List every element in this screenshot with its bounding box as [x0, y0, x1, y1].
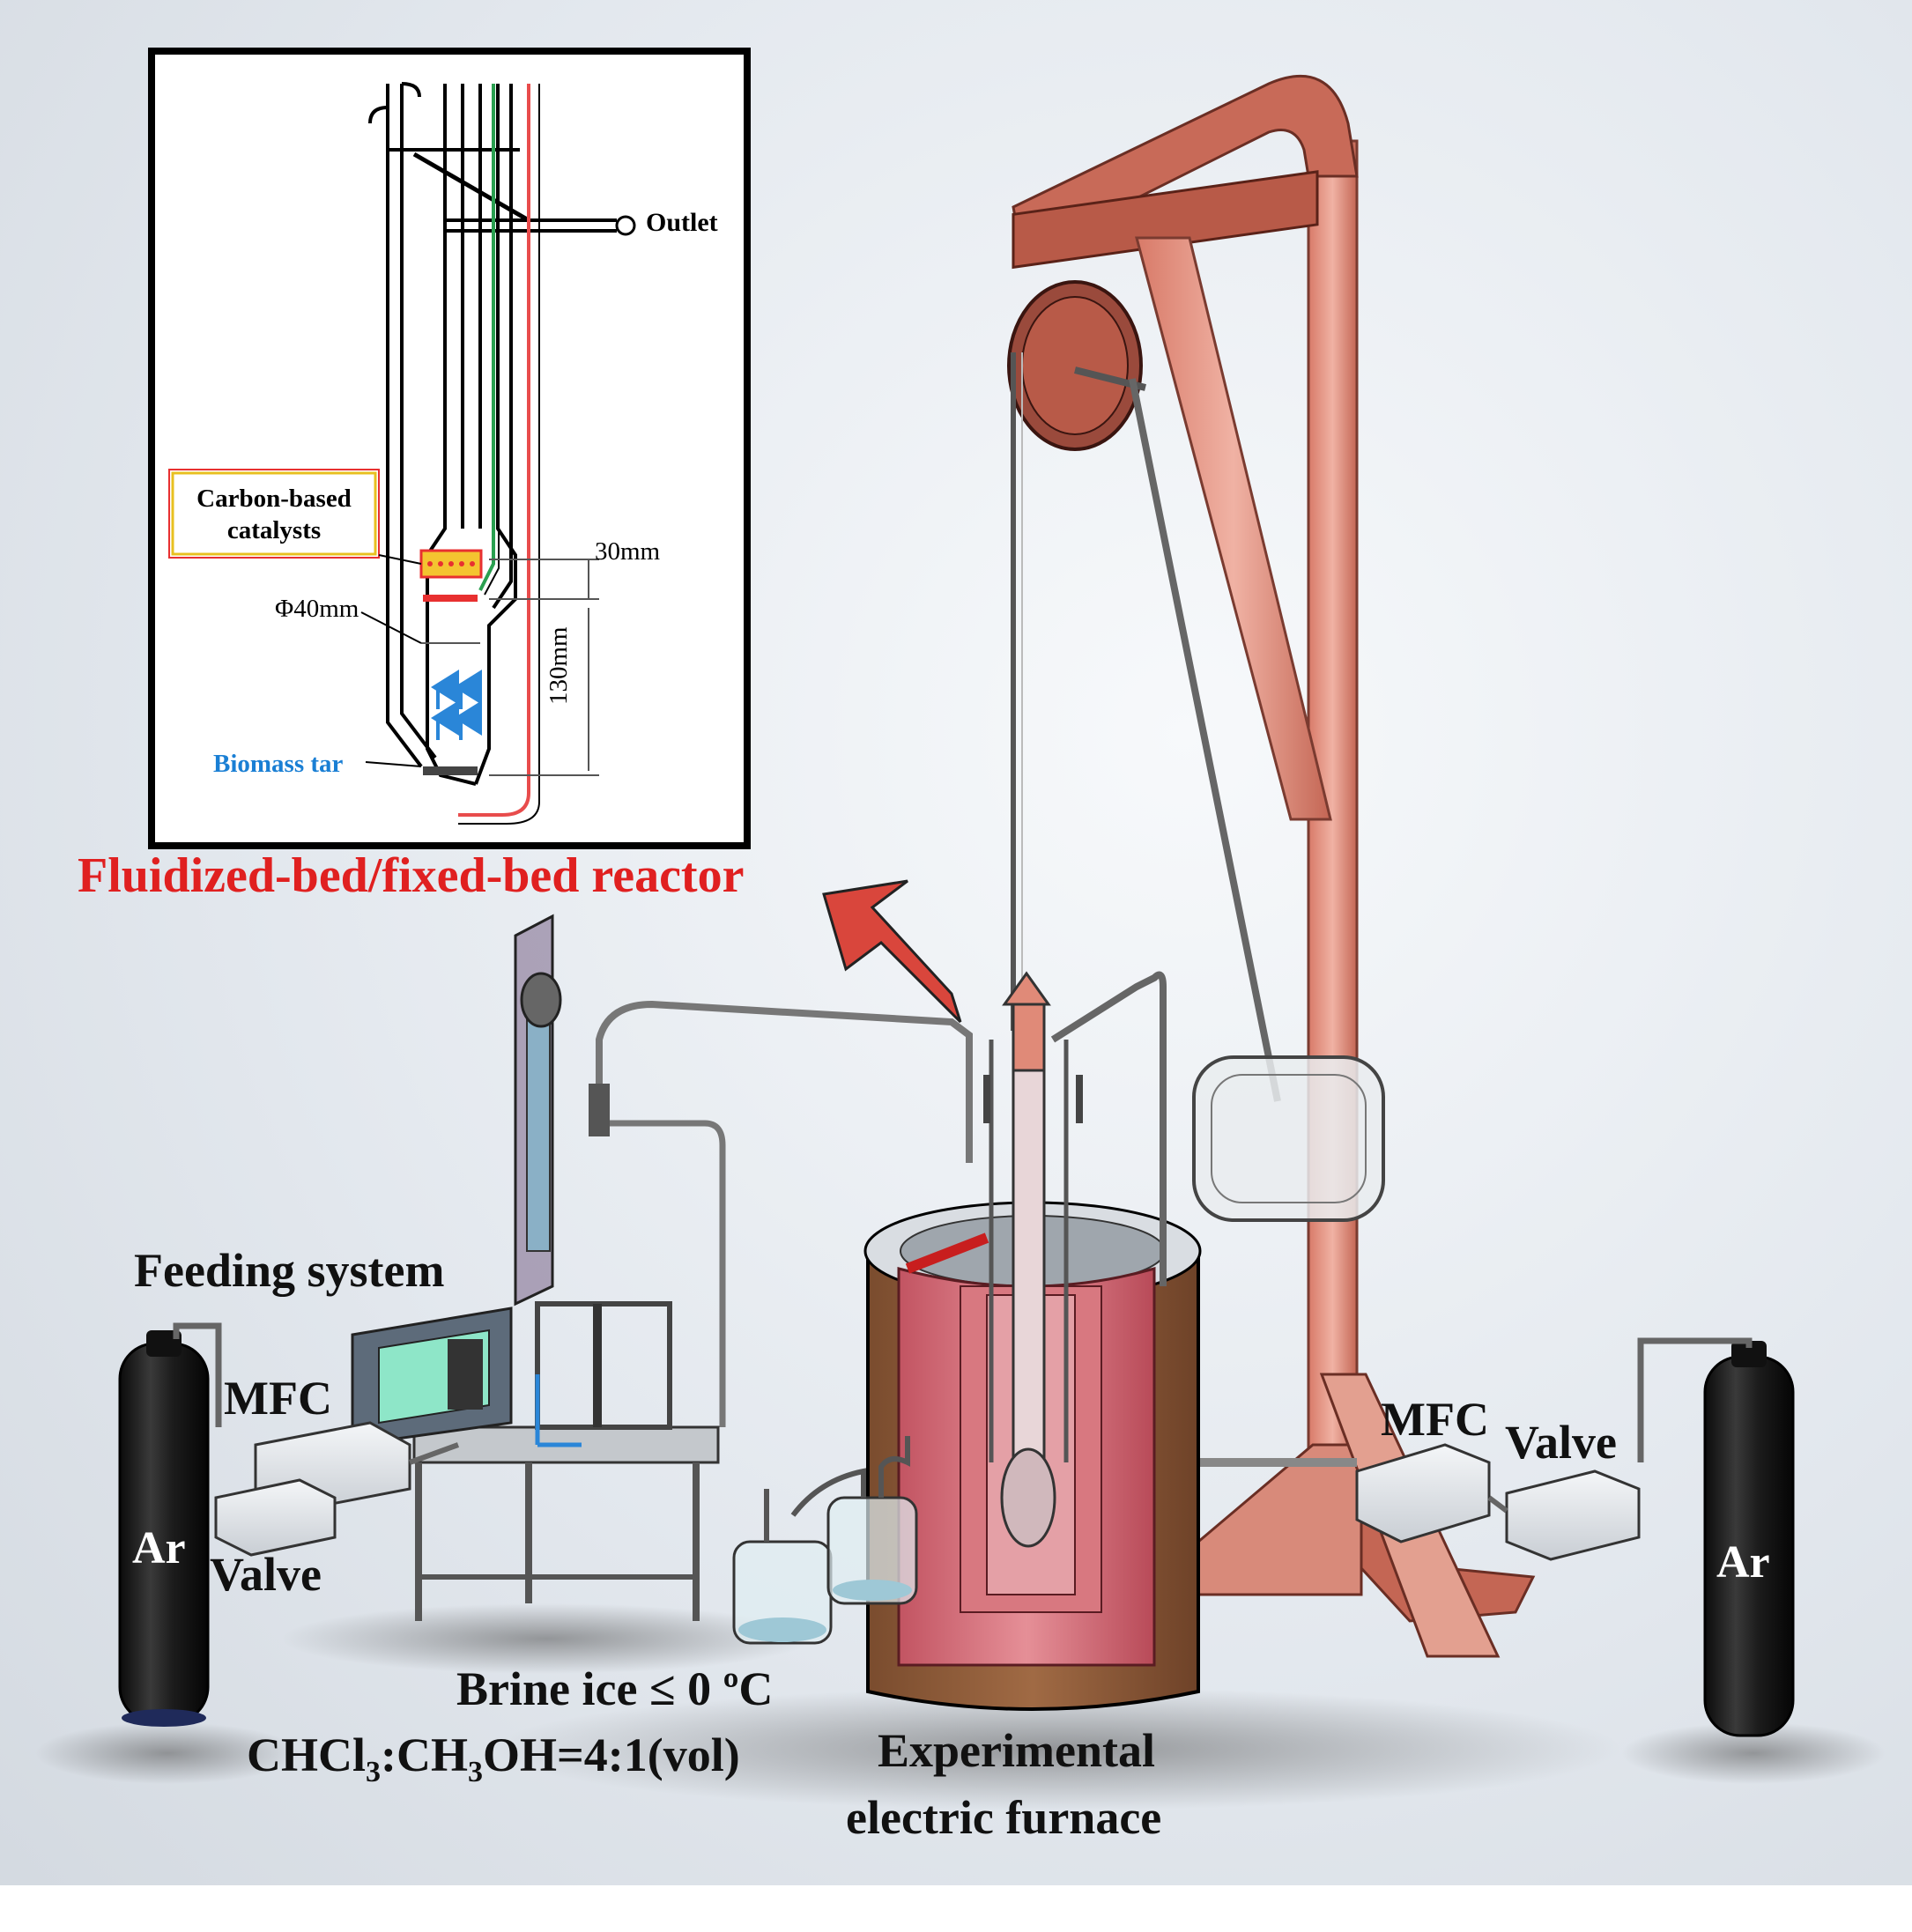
inset-130mm-label: 130mm [545, 626, 573, 705]
solvent-sub-2: 3 [467, 1755, 483, 1788]
solvent-part-2: :CH [381, 1728, 468, 1781]
right-gas-line [1355, 1337, 1795, 1737]
furnace-label-line2: electric furnace [846, 1791, 1162, 1844]
mfc-left-label: MFC [224, 1372, 332, 1425]
inset-outlet-label: Outlet [646, 208, 718, 237]
brine-ice-label: Brine ice ≤ 0 ºC [456, 1662, 774, 1715]
ar-right-label: Ar [1716, 1537, 1770, 1588]
mfc-right-label: MFC [1381, 1393, 1489, 1446]
pointer-arrow [822, 879, 962, 1024]
floor-shadows [35, 1603, 1886, 1810]
electric-furnace [863, 971, 1202, 1711]
solvent-ratio-label: CHCl3:CH3OH=4:1(vol) [247, 1731, 740, 1788]
cold-traps [732, 1436, 918, 1645]
feeding-system [351, 914, 973, 1621]
inset-30mm-label: 30mm [595, 537, 661, 566]
furnace-label-line1: Experimental [878, 1724, 1155, 1777]
solvent-part-1: CHCl [247, 1728, 366, 1781]
valve-right-label: Valve [1505, 1416, 1618, 1469]
reactor-title: Fluidized-bed/fixed-bed reactor [78, 848, 745, 903]
valve-left-label: Valve [210, 1548, 322, 1601]
feeding-system-label: Feeding system [134, 1244, 445, 1297]
inset-catalyst-label: Carbon-based catalysts [196, 485, 352, 545]
solvent-part-3: OH=4:1(vol) [482, 1728, 740, 1781]
left-gas-line [118, 1322, 460, 1727]
inset-biomass-tar-label: Biomass tar [213, 750, 344, 778]
reactor-inset [148, 48, 751, 849]
inset-phi40-label: Φ40mm [275, 595, 359, 623]
solvent-sub-1: 3 [366, 1755, 381, 1788]
ar-left-label: Ar [132, 1523, 186, 1573]
